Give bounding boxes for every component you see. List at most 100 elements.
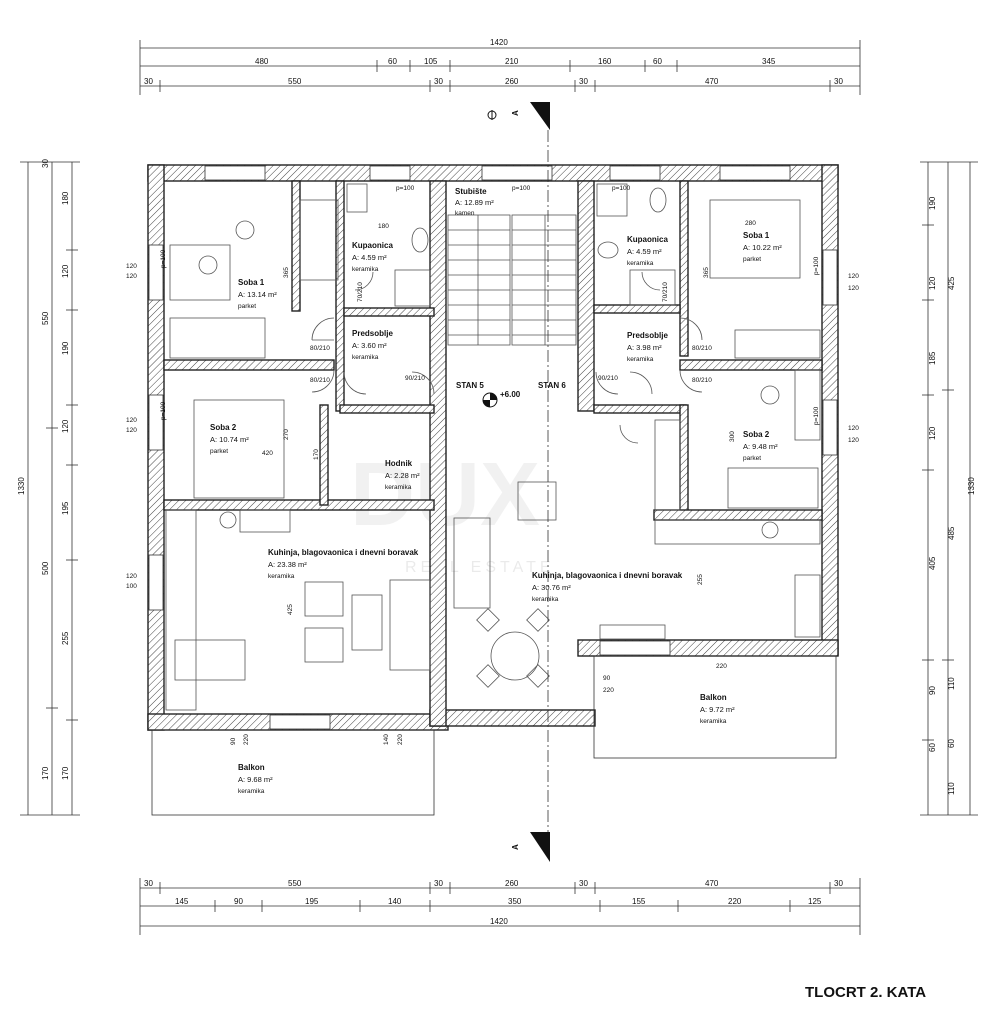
dim-label: 195 (305, 897, 319, 906)
dim-label: 480 (255, 57, 269, 66)
right-dimensions (920, 161, 978, 816)
opening-label: 80/210 (692, 345, 712, 352)
opening-label: 100 (126, 583, 137, 590)
top-overall: 1420 (490, 38, 508, 47)
dim-label: 255 (61, 631, 70, 645)
room-floor: keramika (532, 596, 559, 603)
room-name: Soba 1 (238, 278, 265, 287)
room-name: Predsoblje (627, 331, 668, 340)
dim-label: 160 (598, 57, 612, 66)
dim-label: 260 (505, 77, 519, 86)
left-overall: 1330 (17, 477, 26, 495)
opening-label: 70/210 (662, 282, 669, 302)
opening-label: 120 (126, 263, 137, 270)
living-furniture (165, 481, 821, 711)
bedroom-furniture (169, 199, 821, 511)
dim-label: 60 (388, 57, 397, 66)
dim-label: 30 (579, 879, 588, 888)
level-label: +6.00 (500, 390, 521, 399)
room-name: Balkon (700, 693, 727, 702)
dim-label: 140 (388, 897, 402, 906)
plan-title: TLOCRT 2. KATA (805, 984, 926, 1001)
room-area: A: 9.68 m² (238, 775, 273, 784)
opening-label: 220 (243, 734, 250, 745)
opening-label: 80/210 (692, 377, 712, 384)
dim-label: 125 (808, 897, 822, 906)
level-marker (482, 392, 498, 408)
dim-label: 170 (41, 766, 50, 780)
opening-label: 80/210 (310, 345, 330, 352)
dim-label: 30 (834, 77, 843, 86)
dim-label: 550 (288, 77, 302, 86)
opening-label: 120 (126, 417, 137, 424)
staircase (447, 214, 577, 346)
door-swings (311, 271, 703, 444)
dim-label: 30 (144, 77, 153, 86)
opening-label: p=100 (512, 185, 531, 192)
room-floor: keramika (268, 573, 295, 580)
bottom-dimensions (139, 878, 861, 935)
dim-label: 195 (61, 501, 70, 515)
room-name: Hodnik (385, 459, 413, 468)
room-area: A: 10.74 m² (210, 435, 249, 444)
dim-label: 30 (434, 879, 443, 888)
dim-label: 105 (424, 57, 438, 66)
room-floor: keramika (238, 788, 265, 795)
dim-label: 220 (728, 897, 742, 906)
room-area: A: 23.38 m² (268, 560, 307, 569)
opening-label: 365 (283, 267, 290, 278)
left-dimensions (20, 161, 80, 816)
dim-label: 550 (288, 879, 302, 888)
opening-label: 420 (262, 450, 273, 457)
room-floor: keramika (352, 354, 379, 361)
dim-label: 350 (508, 897, 522, 906)
opening-label: 120 (848, 425, 859, 432)
room-name: Stubište (455, 187, 487, 196)
bottom-overall: 1420 (490, 917, 508, 926)
opening-label: 90 (230, 737, 237, 745)
opening-label: 120 (126, 427, 137, 434)
right-overall: 1330 (967, 477, 976, 495)
opening-label: 120 (848, 437, 859, 444)
opening-label: 90 (603, 675, 611, 682)
dim-label: 345 (762, 57, 776, 66)
room-name: Balkon (238, 763, 265, 772)
dim-label: 120 (928, 276, 937, 290)
dim-label: 185 (928, 351, 937, 365)
dim-label: 190 (61, 341, 70, 355)
opening-label: 170 (313, 449, 320, 460)
dim-label: 145 (175, 897, 189, 906)
opening-label: 425 (287, 604, 294, 615)
dim-label: 30 (434, 77, 443, 86)
dim-label: 190 (928, 196, 937, 210)
opening-label: 300 (729, 431, 736, 442)
apartment-left-label: STAN 5 (456, 381, 484, 390)
opening-label: 120 (126, 273, 137, 280)
room-name: Predsoblje (352, 329, 393, 338)
opening-label: p=100 (813, 256, 820, 275)
room-labels: Soba 1 A: 13.14 m² parket Kupaonica A: 4… (210, 187, 782, 795)
opening-label: 180 (378, 223, 389, 230)
dim-label: 500 (41, 561, 50, 575)
room-area: A: 10.22 m² (743, 243, 782, 252)
opening-labels: p=100 p=100 p=100 p=100 p=100 p=100 p=10… (126, 185, 859, 745)
opening-label: 90/210 (405, 375, 425, 382)
room-area: A: 3.98 m² (627, 343, 662, 352)
opening-label: p=100 (160, 401, 167, 420)
balconies (151, 655, 837, 816)
section-label: A (511, 110, 520, 116)
room-area: A: 9.48 m² (743, 442, 778, 451)
dim-label: 60 (947, 739, 956, 748)
section-marker-bottom: A (511, 832, 550, 862)
room-area: A: 4.59 m² (352, 253, 387, 262)
room-floor: parket (743, 455, 761, 462)
room-area: A: 2.28 m² (385, 471, 420, 480)
room-name: Kupaonica (352, 241, 393, 250)
section-marker-top: A (487, 102, 550, 130)
opening-label: 270 (283, 429, 290, 440)
opening-label: p=100 (160, 249, 167, 268)
opening-label: p=100 (813, 406, 820, 425)
dim-label: 170 (61, 766, 70, 780)
apartment-right-label: STAN 6 (538, 381, 566, 390)
room-name: Kupaonica (627, 235, 668, 244)
